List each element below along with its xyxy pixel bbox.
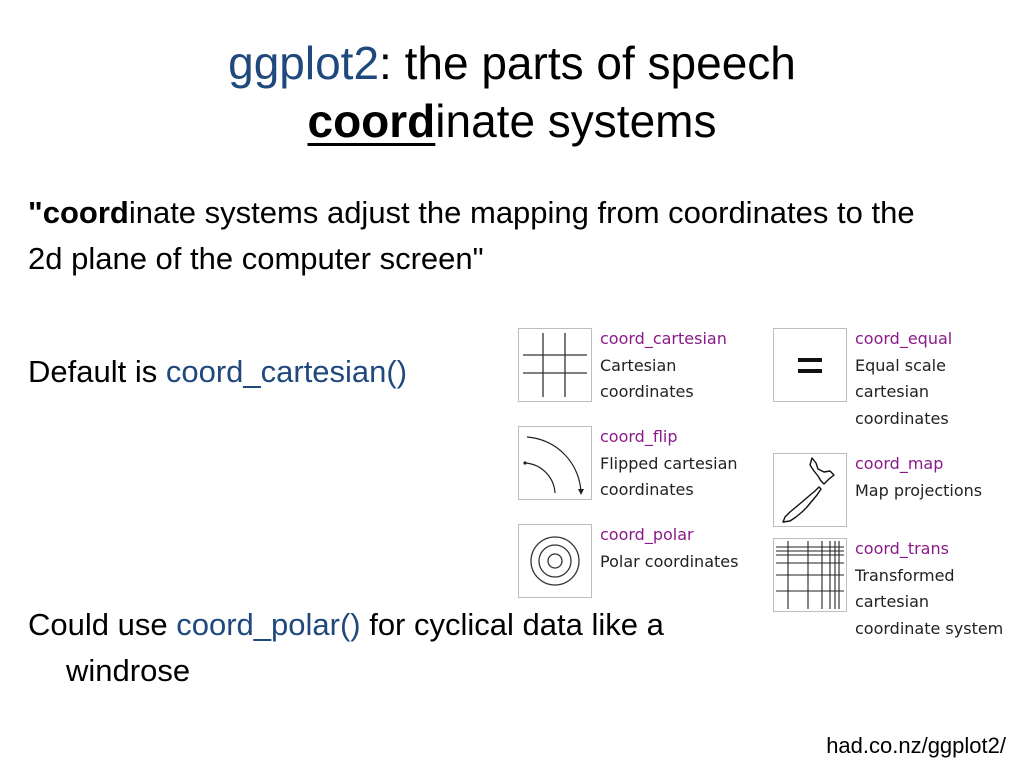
polar-prefix: Could use xyxy=(28,607,177,642)
transformed-grid-icon xyxy=(773,538,847,612)
coord-desc-line: coordinates xyxy=(855,408,949,428)
coord-name: coord_equal xyxy=(855,329,953,348)
coord-desc-line: Cartesian xyxy=(600,355,677,375)
coord-desc-line: coordinates xyxy=(600,382,694,401)
coord-name: coord_flip xyxy=(600,427,678,446)
new-zealand-map-icon xyxy=(773,453,847,527)
quote-text: inate systems adjust the mapping from co… xyxy=(28,195,915,276)
polar-line: Could use coord_polar() for cyclical dat… xyxy=(28,605,788,691)
coord-name: coord_map xyxy=(855,454,944,473)
coord-desc-line: Flipped cartesian xyxy=(600,453,738,473)
coord-desc-line: Transformed xyxy=(855,565,955,585)
polar-circles-icon xyxy=(518,524,592,598)
title-coord-bold: coord xyxy=(307,95,436,147)
coord-desc-flip: coord_flip Flipped cartesian coordinates xyxy=(600,424,738,504)
coord-desc-line: Polar coordinates xyxy=(600,551,739,571)
polar-continuation: windrose xyxy=(66,653,191,688)
coord-desc-map: coord_map Map projections xyxy=(855,451,982,504)
coord-desc-line: cartesian xyxy=(855,382,930,401)
source-url: had.co.nz/ggplot2/ xyxy=(826,733,1006,758)
default-prefix: Default is xyxy=(28,354,166,389)
title-line2-rest: inate systems xyxy=(435,95,717,147)
flipped-arc-icon xyxy=(518,426,592,500)
coord-desc-line: coordinates xyxy=(600,480,694,499)
coord-name: coord_cartesian xyxy=(600,329,727,348)
coord-name: coord_polar xyxy=(600,525,694,544)
coord-name: coord_trans xyxy=(855,539,949,558)
coord-desc-line: Map projections xyxy=(855,480,983,500)
coord-desc-line: cartesian xyxy=(855,592,930,611)
title-line-1: ggplot2: the parts of speech xyxy=(0,34,1024,92)
cartesian-grid-icon xyxy=(518,328,592,402)
quote-bold-coord: coord xyxy=(42,195,129,230)
polar-suffix: for cyclical data like a xyxy=(360,607,664,642)
coord-desc-trans: coord_trans Transformed cartesian coordi… xyxy=(855,536,1003,642)
equal-sign-icon xyxy=(773,328,847,402)
polar-func: coord_polar() xyxy=(176,607,361,642)
coord-desc-line: coordinate system xyxy=(855,618,1004,638)
title-line-2: coordinate systems xyxy=(0,92,1024,150)
title-package-name: ggplot2 xyxy=(228,37,380,89)
quote-open-mark: " xyxy=(28,195,43,230)
coord-desc-line: Equal scale xyxy=(855,355,946,375)
default-func: coord_cartesian() xyxy=(165,354,408,389)
definition-quote: "coordinate systems adjust the mapping f… xyxy=(28,190,928,282)
coord-desc-equal: coord_equal Equal scale cartesian coordi… xyxy=(855,326,952,432)
slide-title: ggplot2: the parts of speech coordinate … xyxy=(0,34,1024,150)
title-rest: : the parts of speech xyxy=(379,37,796,89)
default-line: Default is coord_cartesian() xyxy=(28,352,407,392)
coord-desc-cartesian: coord_cartesian Cartesian coordinates xyxy=(600,326,727,406)
coord-desc-polar: coord_polar Polar coordinates xyxy=(600,522,738,575)
